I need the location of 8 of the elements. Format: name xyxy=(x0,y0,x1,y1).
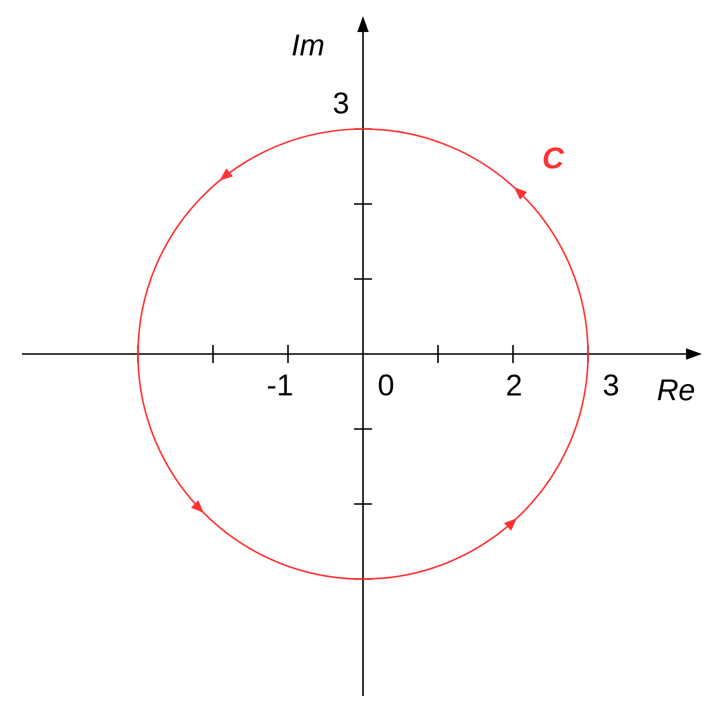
axis-label: Re xyxy=(658,380,694,400)
tick-label: 3 xyxy=(604,374,618,396)
axis-label: Im xyxy=(292,34,324,56)
tick-label: 3 xyxy=(334,92,348,114)
tick-label: 0 xyxy=(378,374,394,396)
tick-label: 2 xyxy=(507,374,521,396)
tick-label: -1 xyxy=(268,374,292,396)
curve-label: C xyxy=(544,147,564,169)
